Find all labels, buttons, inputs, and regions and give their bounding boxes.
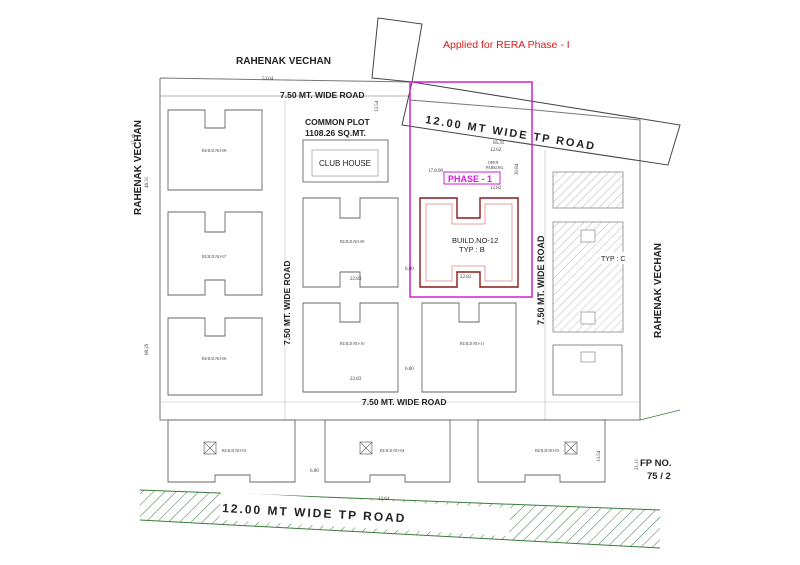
dim-label: 22.83	[350, 377, 362, 382]
dim-label: 12.82	[490, 186, 502, 191]
dim-label: 6.00	[310, 469, 319, 474]
tp-road-top-label: 12.00 MT WIDE TP ROAD	[425, 114, 597, 153]
common-plot-label: COMMON PLOT	[305, 117, 370, 127]
build-03-label: BUILD.NO-03	[222, 448, 246, 453]
open-parking-label: OPEN	[488, 160, 499, 165]
road-vertical-left-label: 7.50 MT. WIDE ROAD	[282, 260, 292, 345]
build-06-label: BUILD.NO-06	[202, 356, 226, 361]
rahenak-left-label: RAHENAK VECHAN	[133, 120, 144, 215]
dim-label: 22.83	[460, 275, 472, 280]
rahenak-top-label: RAHENAK VECHAN	[236, 56, 331, 67]
bottom-row-buildings	[167, 419, 606, 483]
tp-road-bottom: 12.00 MT WIDE TP ROAD	[139, 489, 661, 549]
dim-label: 13.54	[597, 450, 602, 462]
dim-label: 6.00	[405, 367, 414, 372]
club-house-label: CLUB HOUSE	[319, 159, 371, 168]
left-column-buildings	[167, 109, 263, 396]
middle-buildings	[302, 197, 517, 393]
build-11-label: BUILD.NO-11	[460, 341, 484, 346]
rera-note: Applied for RERA Phase - I	[443, 39, 570, 51]
dim-label: 13.54	[375, 100, 380, 112]
dim-label: 46.31	[145, 176, 150, 188]
phase-1-label: PHASE - 1	[448, 174, 492, 184]
phase-1-boundary	[409, 81, 533, 298]
build-12-label: BUILD.NO-12	[452, 236, 498, 245]
dim-label: 12.62	[490, 148, 502, 153]
fp-value: 75 / 2	[647, 471, 671, 482]
road-vertical-right-label: 7.50 MT. WIDE ROAD	[536, 235, 546, 325]
build-08-label: BUILD.NO-08	[202, 148, 226, 153]
dim-label: 17.8.00	[428, 169, 444, 174]
build-05-label: BUILD.NO-05	[535, 448, 559, 453]
rahenak-right-label: RAHENAK VECHAN	[653, 243, 664, 338]
build-04-label: BUILD.NO-04	[380, 448, 404, 453]
dim-label: 12.64	[378, 497, 390, 502]
build-10-label: BUILD.NO-10	[340, 341, 364, 346]
dim-label: 22.83	[350, 277, 362, 282]
fp-no-label: FP NO.	[640, 458, 672, 469]
dim-label: 35.49	[132, 133, 137, 145]
dim-label: 30.84	[515, 163, 520, 175]
dim-label: 66.31	[493, 141, 505, 146]
typ-c-label: TYP : C	[601, 256, 625, 263]
dim-label: 21.11	[635, 458, 640, 470]
build-09-label: BUILD.NO-09	[340, 239, 364, 244]
road-mid-label: 7.50 MT. WIDE ROAD	[362, 397, 447, 407]
dim-label: 53.04	[262, 77, 274, 82]
open-parking-label-2: PARKING	[486, 165, 504, 170]
dim-label: 6.00	[405, 267, 414, 272]
build-12-typ: TYP : B	[459, 245, 485, 254]
typ-c-block: TYP : C	[552, 171, 630, 396]
building-12	[419, 197, 519, 288]
road-top-label: 7.50 MT. WIDE ROAD	[280, 90, 365, 100]
club-house-plot	[302, 139, 389, 183]
common-plot-area: 1108.26 SQ.MT.	[305, 128, 366, 138]
dim-label: 68.29	[145, 343, 150, 355]
build-07-label: BUILD.NO-07	[202, 254, 226, 259]
